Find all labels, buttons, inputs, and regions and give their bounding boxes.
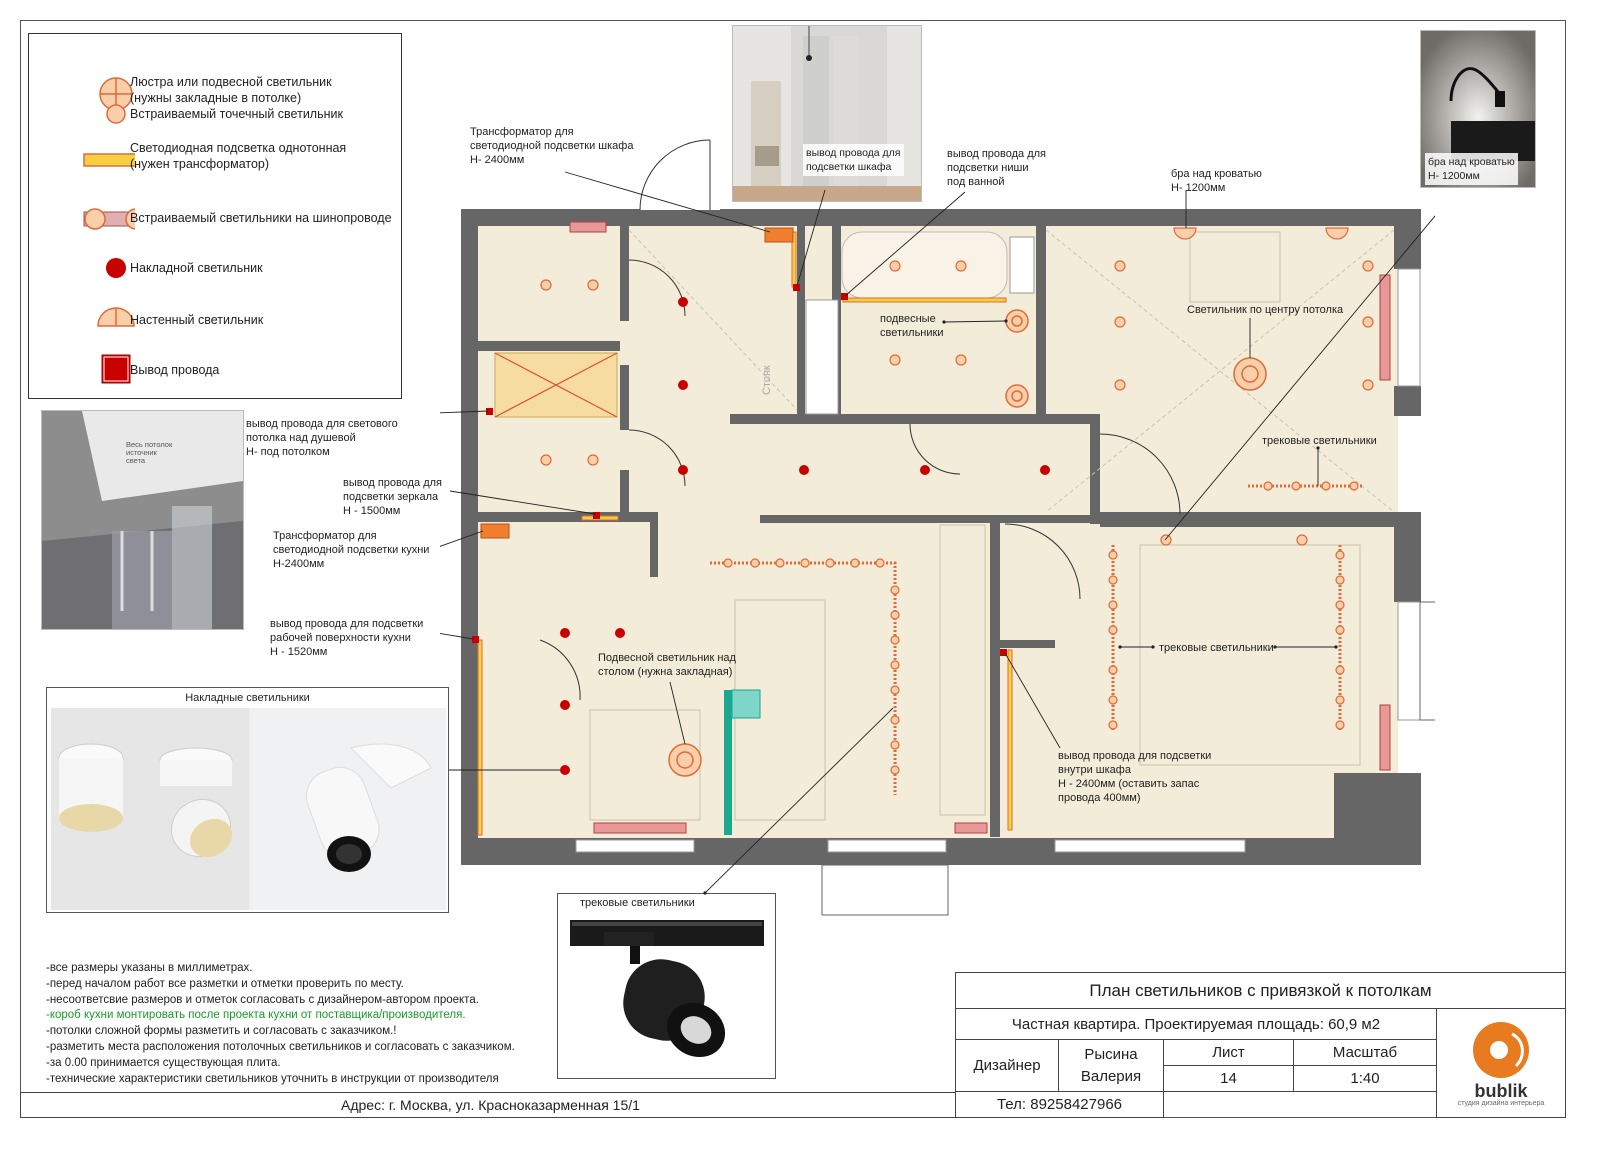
note-line: -разметить места расположения потолочных… (46, 1040, 515, 1053)
bublik-logo-icon (1473, 1021, 1529, 1078)
annotation-track-bedroom: трековые светильники (1262, 435, 1377, 447)
note-line: -короб кухни монтировать после проекта к… (46, 1009, 466, 1022)
notes-list: -все размеры указаны в миллиметрах. -пере… (46, 961, 515, 1087)
sconce-photo: бра над кроватью Н- 1200мм (1420, 30, 1536, 188)
note-line: -перед началом работ все разметки и отме… (46, 977, 404, 990)
sheet-label: Лист (1163, 1039, 1294, 1066)
phone: Тел: 89258427966 (955, 1091, 1164, 1118)
annotation-kitchen-transformer: Трансформатор для светодиодной подсветки… (273, 530, 430, 570)
title-block: План светильников с привязкой к потолкам… (955, 972, 1566, 1118)
note-line: -потолки сложной формы разметить и согла… (46, 1025, 397, 1038)
note-line: -за 0.00 принимается существующая плита. (46, 1056, 281, 1069)
annotation-table-pendant: Подвесной светильник над столом (нужна з… (598, 652, 736, 678)
wall-light-icon (97, 307, 135, 327)
annotation-niche-wire: вывод провода для подсветки ниши под ван… (947, 148, 1046, 188)
legend-label-led: Светодиодная подсветка однотонная (нужен… (130, 141, 347, 171)
legend-label-surface: Накладной светильник (130, 261, 263, 275)
legend-item-recessed: Встраиваемый точечный светильник (29, 94, 401, 134)
legend-label-outlet: Вывод провода (130, 363, 220, 377)
riser-label: Стояк (761, 365, 773, 395)
annotation-shower-wire: вывод провода для светового потолка над … (246, 418, 398, 458)
annotation-transformer-wardrobe: Трансформатор для светодиодной подсветки… (470, 126, 634, 166)
legend: Люстра или подвесной светильник (нужны з… (28, 33, 402, 399)
designer-label: Дизайнер (955, 1039, 1059, 1092)
annotation-pendant-bath: подвесные светильники (880, 313, 944, 339)
drawing-title: План светильников с привязкой к потолкам (955, 972, 1566, 1009)
track-light-icon (83, 208, 135, 230)
track-lights-panel: трековые светильники (557, 893, 776, 1079)
legend-item-surface: Накладной светильник (29, 248, 401, 288)
sheet-value: 14 (1163, 1065, 1294, 1092)
legend-label-track: Встраиваемый светильники на шинопроводе (130, 211, 392, 225)
annotation-ceiling-center: Светильник по центру потолка (1187, 304, 1344, 316)
logo: bublik студия дизайна интерьера (1436, 1008, 1566, 1118)
legend-item-wall: Настенный светильник (29, 298, 401, 338)
track-lights-title: трековые светильники (580, 897, 695, 909)
annotation-track-living: трековые светильники (1159, 642, 1274, 654)
track-lights-photo (570, 920, 764, 1058)
led-strip-icon (83, 153, 135, 167)
legend-item-outlet: Вывод провода (29, 350, 401, 390)
legend-item-track: Встраиваемый светильники на шинопроводе (29, 198, 401, 238)
floor-plan: Стояк (440, 139, 1435, 916)
legend-item-led: Светодиодная подсветка однотонная (нужен… (29, 138, 401, 178)
surface-lights-panel: Накладные светильники (46, 687, 449, 913)
note-line: -несоответсвие размеров и отметок соглас… (46, 993, 479, 1006)
legend-label-recessed: Встраиваемый точечный светильник (130, 107, 343, 121)
annotation-kitchen-wire: вывод провода для подсветки рабочей пове… (270, 618, 424, 658)
shower-photo: Весь потолок источник света (41, 410, 244, 630)
sconce-photo-label: бра над кроватью Н- 1200мм (1425, 153, 1518, 185)
designer-name: Рысина Валерия (1058, 1039, 1164, 1092)
surface-lights-photo (51, 708, 446, 910)
annotation-closet-wire: вывод провода для подсветки внутри шкафа… (1058, 750, 1212, 804)
note-line: -все размеры указаны в миллиметрах. (46, 962, 253, 974)
shower-photo-caption: Весь потолок источник света (126, 440, 173, 465)
wire-outlet-icon (101, 354, 131, 384)
legend-label-wall: Настенный светильник (130, 313, 264, 327)
scale-value: 1:40 (1293, 1065, 1437, 1092)
wardrobe-photo-label: вывод провода для подсветки шкафа (803, 144, 904, 176)
wardrobe-photo: вывод провода для подсветки шкафа (732, 25, 922, 202)
logo-subtext: студия дизайна интерьера (1457, 1099, 1545, 1107)
recessed-spot-icon (106, 104, 126, 124)
scale-label: Масштаб (1293, 1039, 1437, 1066)
note-line: -технические характеристики светильников… (46, 1072, 499, 1085)
surface-light-icon (106, 258, 126, 278)
legend-label-chandelier: Люстра или подвесной светильник (нужны з… (130, 75, 332, 105)
annotation-sconce: бра над кроватью Н- 1200мм (1171, 168, 1262, 194)
legend-item-chandelier: Люстра или подвесной светильник (нужны з… (29, 74, 401, 114)
logo-text: bublik (1474, 1080, 1528, 1101)
address: Адрес: г. Москва, ул. Красноказарменная … (20, 1092, 956, 1118)
chandelier-icon (99, 77, 133, 111)
project-subtitle: Частная квартира. Проектируемая площадь:… (955, 1008, 1437, 1040)
annotation-mirror-wire: вывод провода для подсветки зеркала Н - … (343, 477, 442, 517)
surface-lights-title: Накладные светильники (185, 692, 310, 704)
